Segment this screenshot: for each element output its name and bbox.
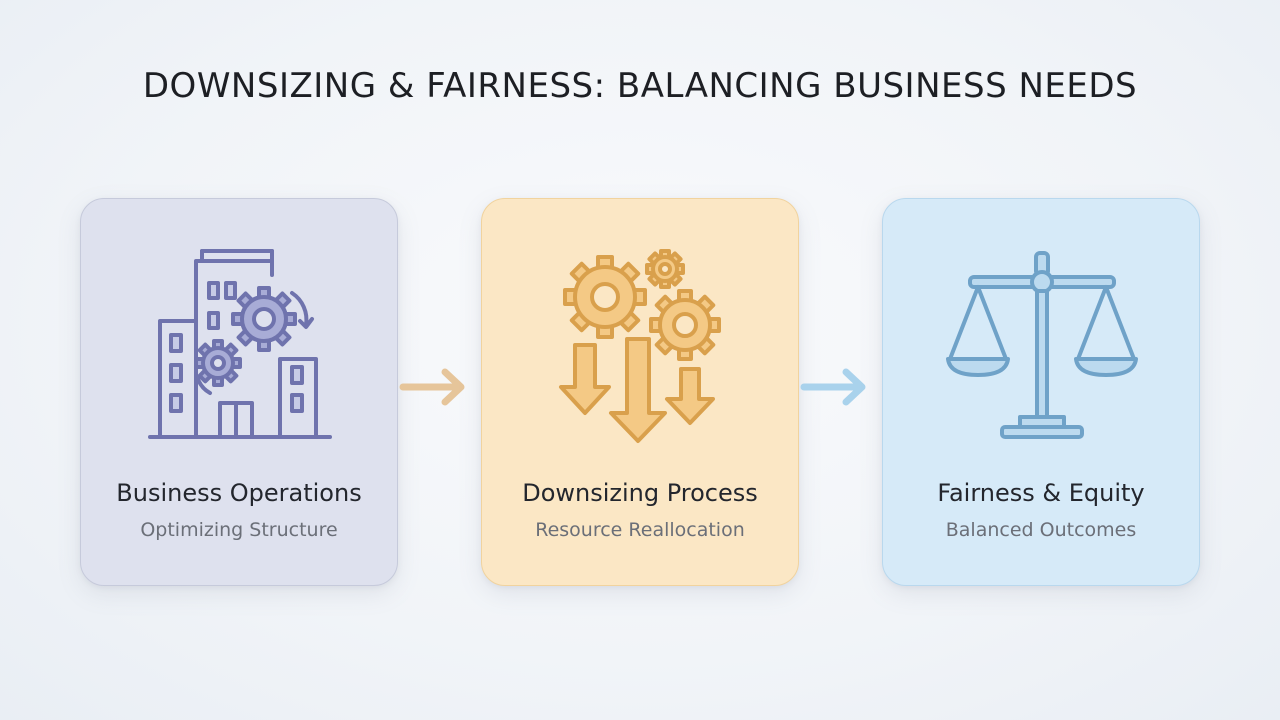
arrow-right-icon [399, 368, 465, 406]
arrow-right-icon [800, 368, 866, 406]
gears-down-arrows-icon [559, 249, 721, 443]
card-fairness-equity: Fairness & Equity Balanced Outcomes [882, 198, 1200, 586]
card-title: Downsizing Process [522, 479, 758, 507]
card-downsizing-process: Downsizing Process Resource Reallocation [481, 198, 799, 586]
card-title: Fairness & Equity [937, 479, 1145, 507]
card-subtitle: Optimizing Structure [140, 519, 338, 541]
page-title: DOWNSIZING & FAIRNESS: BALANCING BUSINES… [142, 66, 1138, 106]
card-subtitle: Balanced Outcomes [945, 519, 1137, 541]
building-gears-icon [148, 249, 332, 439]
card-title: Business Operations [116, 479, 362, 507]
card-subtitle: Resource Reallocation [535, 519, 745, 541]
balance-scale-icon [946, 251, 1138, 439]
card-business-operations: Business Operations Optimizing Structure [80, 198, 398, 586]
